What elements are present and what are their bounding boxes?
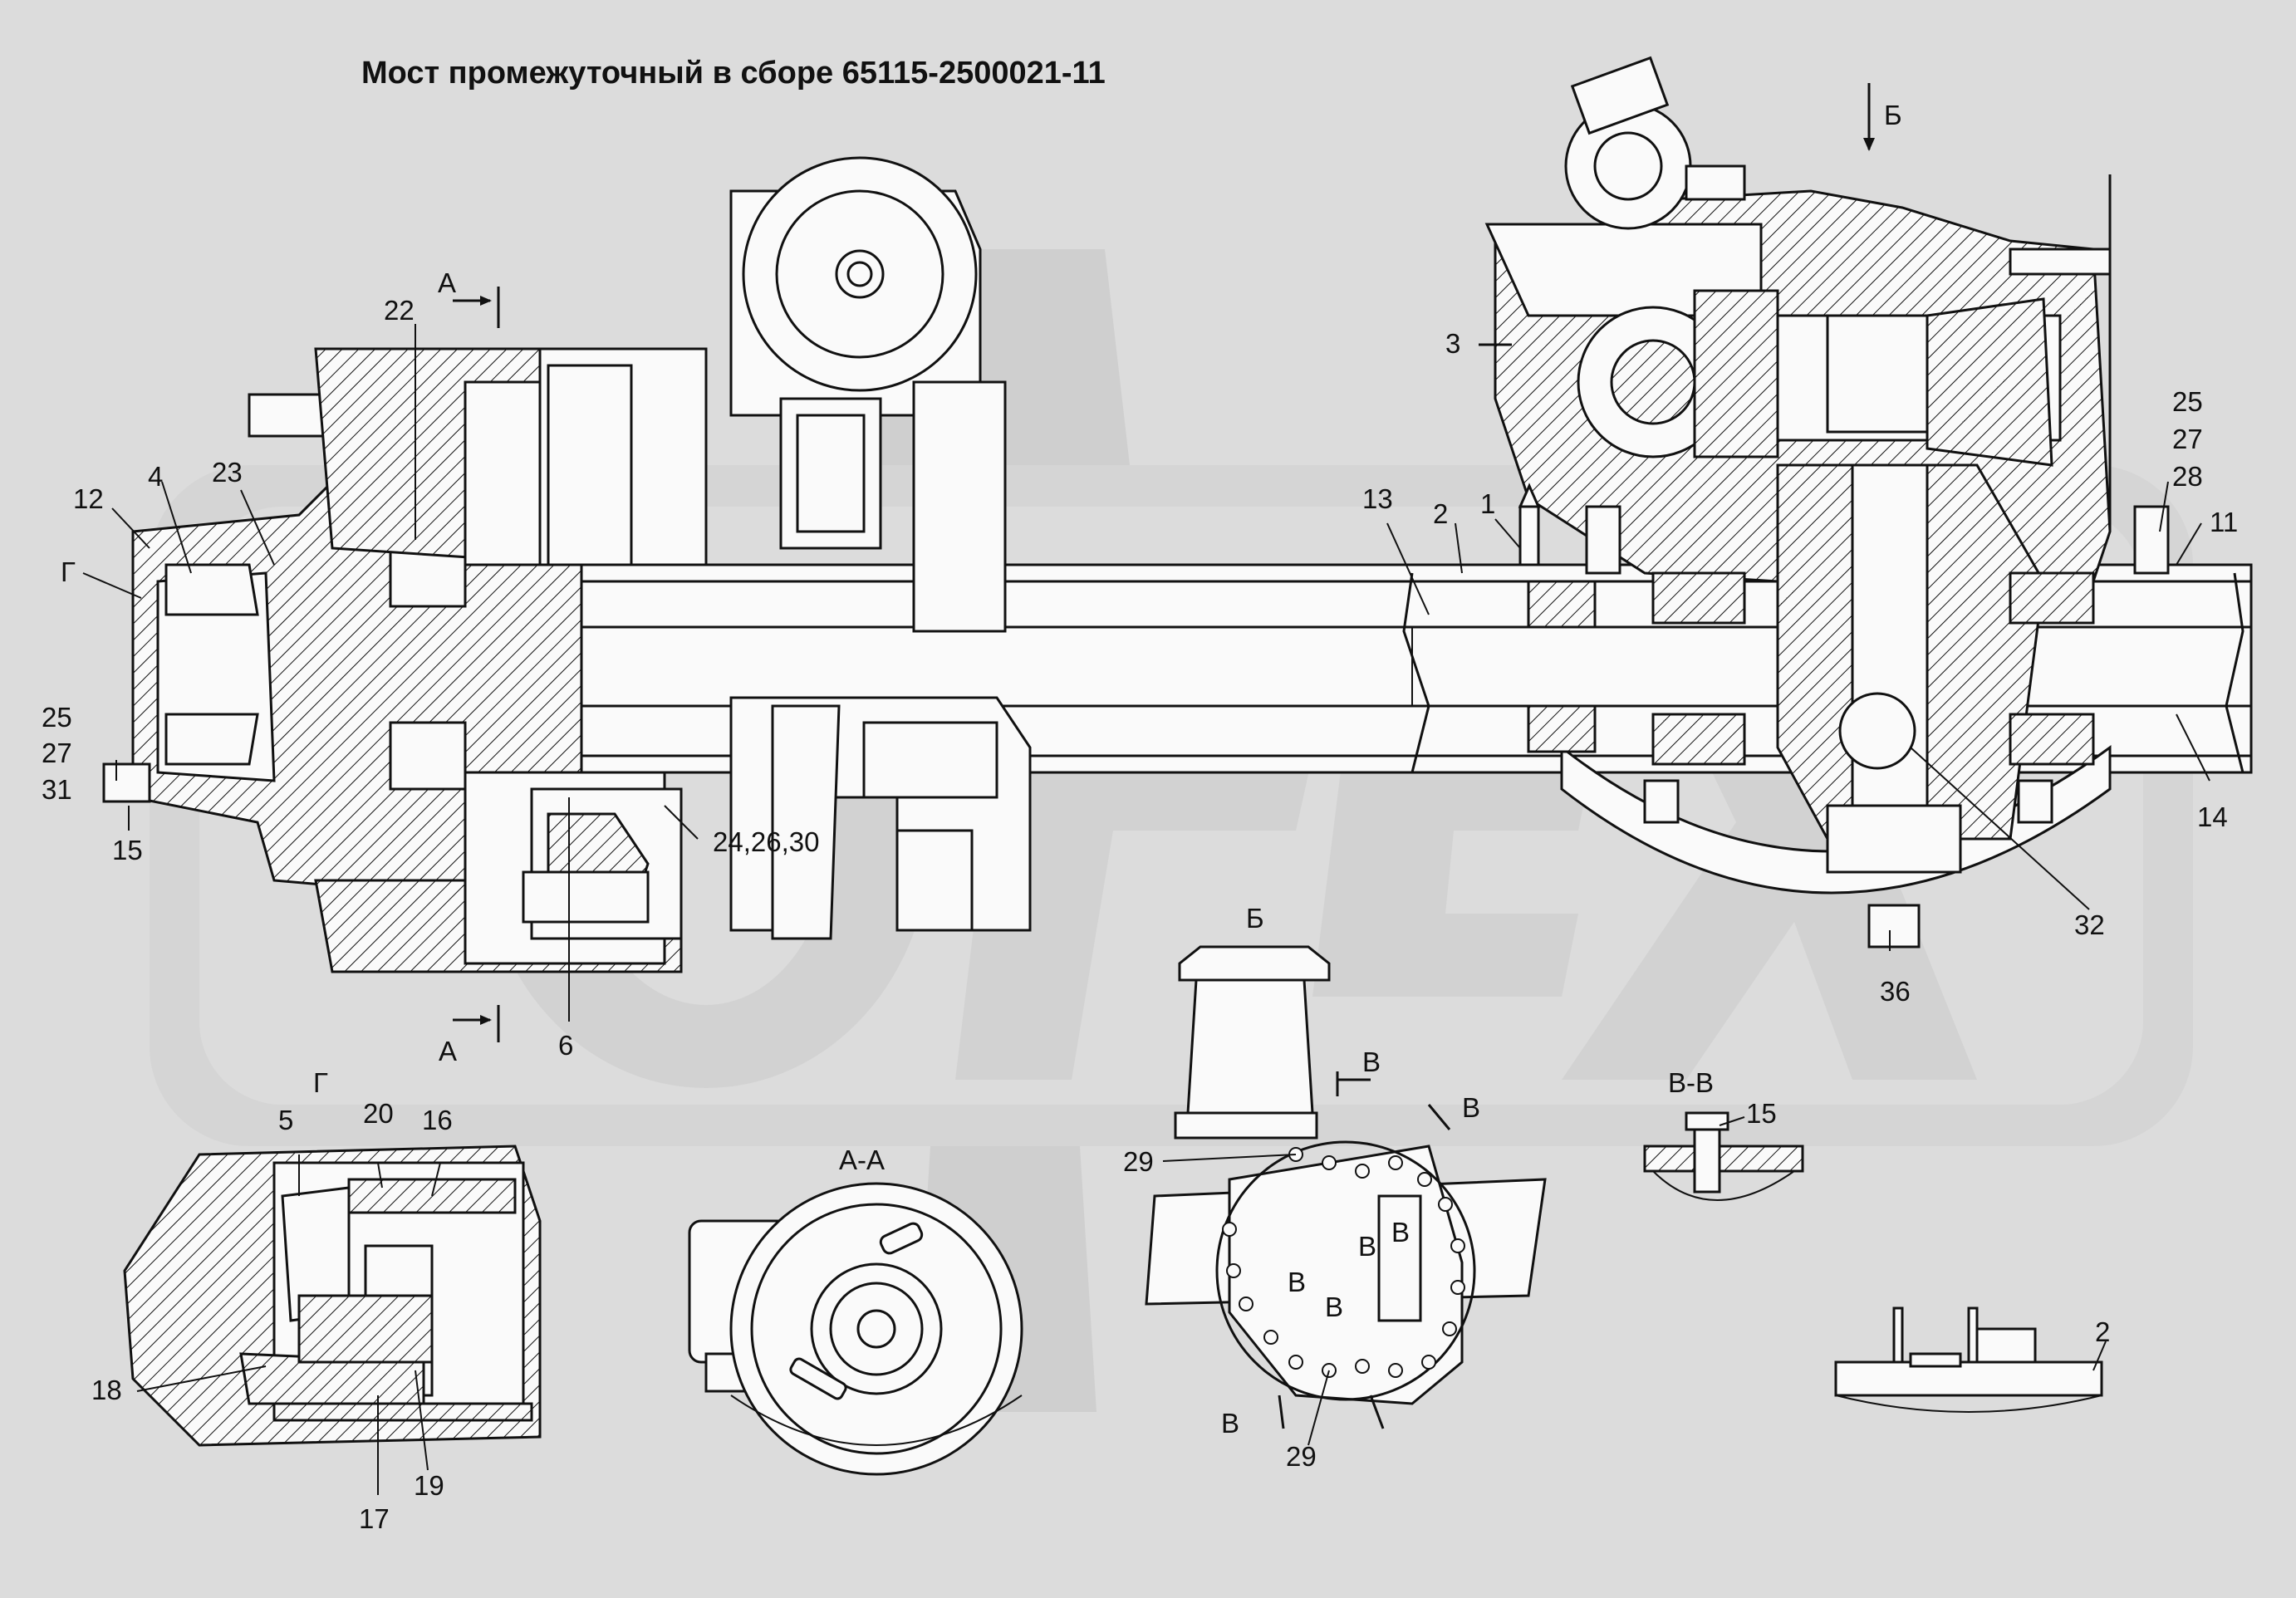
callout-15-left: 15	[112, 835, 143, 865]
label-view-b-top: Б	[1884, 100, 1902, 130]
callout-31: 31	[42, 774, 72, 805]
callout-13: 13	[1362, 483, 1393, 514]
leader-lines	[82, 324, 2210, 1495]
callout-12: 12	[73, 483, 104, 514]
callout-18: 18	[91, 1375, 122, 1405]
label-section-a-top: А	[438, 267, 456, 298]
label-v-5: В	[1288, 1267, 1306, 1297]
callout-11: 11	[2210, 507, 2238, 537]
callout-20: 20	[363, 1098, 394, 1129]
callout-28: 28	[2172, 461, 2203, 492]
label-detail-g-mark: Г	[61, 556, 76, 587]
callout-27-left: 27	[42, 738, 72, 768]
view-b	[1145, 945, 1547, 1429]
callout-17: 17	[359, 1503, 390, 1534]
callout-32: 32	[2074, 909, 2105, 940]
section-vv	[1643, 1111, 1804, 1201]
callout-22: 22	[384, 295, 415, 326]
drawing-title: Мост промежуточный в сборе 65115-2500021…	[361, 56, 1106, 91]
main-assembly	[102, 56, 2253, 1042]
callout-25-left: 25	[42, 702, 72, 733]
callout-15-vv: 15	[1746, 1098, 1777, 1129]
callout-25-right: 25	[2172, 386, 2203, 417]
labels: А А Б Б Г Г А-А В-В В В В В В В В 3 22 2…	[42, 100, 2238, 1534]
callout-36: 36	[1880, 976, 1911, 1007]
label-section-a-bottom: А	[439, 1036, 457, 1066]
callout-29-top: 29	[1123, 1146, 1154, 1177]
callout-23: 23	[212, 457, 243, 488]
section-aa	[688, 1182, 1023, 1476]
label-v-1: В	[1362, 1047, 1381, 1077]
detail-g	[123, 1145, 542, 1447]
callout-1: 1	[1480, 488, 1495, 519]
callout-5: 5	[278, 1105, 293, 1135]
label-view-b: Б	[1246, 903, 1264, 934]
label-v-2: В	[1462, 1092, 1480, 1123]
callout-2-fitting: 2	[2095, 1316, 2110, 1347]
callout-3: 3	[1445, 328, 1460, 359]
callout-29-bottom: 29	[1286, 1441, 1317, 1472]
callout-27-right: 27	[2172, 424, 2203, 454]
callout-2: 2	[1433, 498, 1448, 529]
callout-6: 6	[558, 1030, 573, 1061]
callout-19: 19	[414, 1470, 444, 1501]
label-v-7: В	[1221, 1408, 1239, 1439]
callout-24-26-30: 24,26,30	[713, 826, 819, 857]
label-v-6: В	[1325, 1292, 1343, 1322]
label-v-3: В	[1358, 1231, 1376, 1262]
label-section-vv: В-В	[1668, 1067, 1714, 1098]
fitting-view	[1834, 1306, 2103, 1413]
callout-4: 4	[148, 461, 163, 492]
callout-14: 14	[2197, 801, 2228, 832]
label-detail-g: Г	[313, 1067, 328, 1098]
label-v-4: В	[1391, 1217, 1410, 1248]
label-section-aa: А-А	[839, 1145, 885, 1175]
callout-16: 16	[422, 1105, 453, 1135]
